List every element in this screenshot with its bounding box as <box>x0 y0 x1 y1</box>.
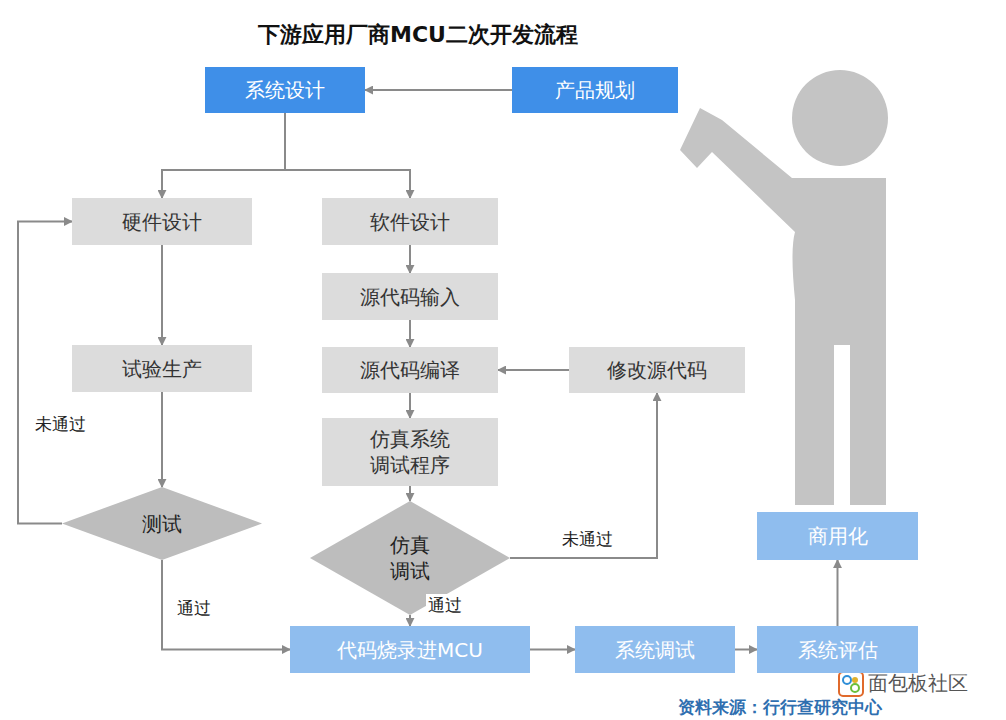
node-text: 修改源代码 <box>607 357 707 383</box>
node-text: 测试 <box>142 511 182 537</box>
diagram-title: 下游应用厂商MCU二次开发流程 <box>258 20 578 50</box>
flow-arrow <box>510 393 657 558</box>
node-text: 仿真 调试 <box>386 532 434 584</box>
node-text: 系统设计 <box>245 77 325 103</box>
decision-diamond: 仿真 调试 <box>310 501 510 615</box>
process-box: 试验生产 <box>72 345 252 392</box>
flow-arrow <box>498 369 569 371</box>
edge-label: 未通过 <box>33 413 88 436</box>
watermark-logo <box>838 671 864 697</box>
process-box: 仿真系统 调试程序 <box>322 418 498 486</box>
flow-arrow <box>162 560 290 650</box>
person-head <box>792 70 888 166</box>
node-text: 硬件设计 <box>122 209 202 235</box>
edge-label: 未通过 <box>560 528 615 551</box>
flow-arrow <box>161 392 163 487</box>
flow-arrow <box>18 222 72 524</box>
node-text: 产品规划 <box>555 77 635 103</box>
node-text: 代码烧录进MCU <box>337 637 483 663</box>
diamond-shape <box>310 501 510 615</box>
process-box: 源代码编译 <box>322 347 498 393</box>
flow-arrow <box>285 113 410 198</box>
flow-arrow <box>837 560 839 626</box>
process-box: 源代码输入 <box>322 273 498 320</box>
flow-arrow <box>409 615 411 626</box>
decision-diamond: 测试 <box>62 487 262 560</box>
node-text: 源代码输入 <box>360 284 460 310</box>
flow-arrow <box>365 89 512 91</box>
flow-arrow <box>530 649 575 651</box>
node-text: 源代码编译 <box>360 357 460 383</box>
process-box: 系统评估 <box>757 626 918 673</box>
process-box: 硬件设计 <box>72 198 252 245</box>
watermark: 面包板社区 <box>868 670 968 697</box>
flow-arrow <box>409 393 411 418</box>
flow-arrow <box>161 245 163 345</box>
node-text: 系统调试 <box>615 637 695 663</box>
person-figure <box>680 70 888 505</box>
edge-label: 通过 <box>175 597 213 620</box>
node-text: 试验生产 <box>122 356 202 382</box>
flow-arrow <box>409 320 411 347</box>
source-note: 资料来源：行行查研究中心 <box>678 696 882 719</box>
process-box: 商用化 <box>757 512 918 560</box>
person-body <box>680 108 886 505</box>
node-text: 仿真系统 调试程序 <box>364 426 456 478</box>
process-box: 软件设计 <box>322 198 498 245</box>
node-text: 商用化 <box>808 523 868 549</box>
process-box: 系统调试 <box>575 626 735 673</box>
process-box: 代码烧录进MCU <box>290 626 530 673</box>
flow-arrow <box>409 245 411 273</box>
flow-arrow <box>162 113 285 198</box>
node-text: 软件设计 <box>370 209 450 235</box>
flow-arrow <box>409 486 411 501</box>
node-text: 系统评估 <box>798 637 878 663</box>
process-box: 修改源代码 <box>569 347 745 393</box>
process-box: 产品规划 <box>512 67 678 113</box>
process-box: 系统设计 <box>205 67 365 113</box>
edge-label: 通过 <box>426 594 464 617</box>
flow-arrow <box>735 649 757 651</box>
